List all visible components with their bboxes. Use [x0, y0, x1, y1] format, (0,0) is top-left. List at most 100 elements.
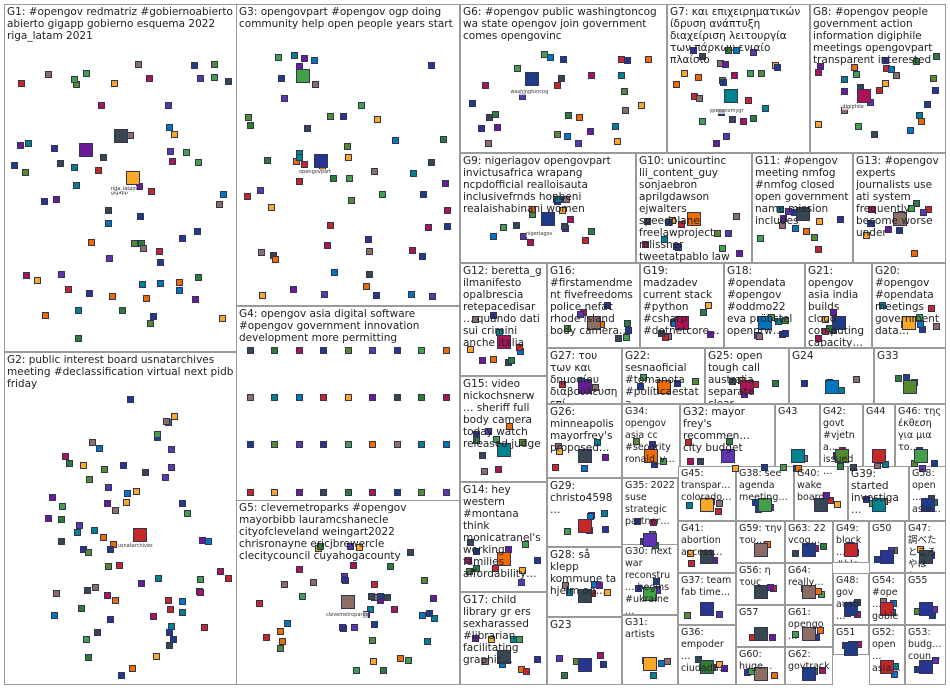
user-node[interactable] — [725, 230, 732, 237]
user-node[interactable] — [722, 61, 729, 68]
user-node[interactable] — [792, 550, 799, 557]
user-node[interactable] — [374, 116, 381, 123]
user-node[interactable] — [736, 250, 743, 257]
user-node[interactable] — [731, 72, 738, 79]
user-node[interactable] — [405, 657, 412, 664]
user-node[interactable] — [419, 253, 426, 260]
user-node[interactable] — [340, 113, 347, 120]
user-node[interactable] — [577, 311, 584, 318]
user-node[interactable] — [384, 594, 391, 601]
user-node[interactable] — [604, 589, 611, 596]
user-node[interactable] — [311, 57, 318, 64]
user-node[interactable] — [602, 526, 609, 533]
user-node[interactable] — [567, 216, 574, 223]
user-node[interactable] — [275, 54, 282, 61]
user-node[interactable] — [729, 378, 736, 385]
user-node[interactable] — [623, 334, 630, 341]
user-node[interactable] — [482, 658, 489, 665]
user-node[interactable] — [811, 234, 818, 241]
user-node[interactable] — [841, 88, 848, 95]
user-node[interactable] — [244, 193, 251, 200]
user-node[interactable] — [582, 237, 589, 244]
user-node[interactable] — [71, 76, 78, 83]
user-node[interactable] — [473, 431, 480, 438]
user-node[interactable] — [508, 357, 515, 364]
user-node[interactable] — [78, 605, 85, 612]
user-node[interactable] — [428, 62, 435, 69]
user-node[interactable] — [106, 255, 113, 262]
user-node[interactable] — [494, 124, 501, 131]
hub-node[interactable] — [296, 69, 310, 83]
user-node[interactable] — [692, 378, 699, 385]
user-node[interactable] — [377, 593, 384, 600]
user-node[interactable] — [247, 122, 254, 129]
user-node[interactable] — [118, 672, 125, 679]
user-node[interactable] — [345, 394, 352, 401]
user-node[interactable] — [85, 654, 92, 661]
user-node[interactable] — [247, 347, 254, 354]
user-node[interactable] — [588, 72, 595, 79]
user-node[interactable] — [795, 465, 802, 472]
user-node[interactable] — [124, 490, 131, 497]
user-node[interactable] — [166, 124, 173, 131]
user-node[interactable] — [317, 543, 324, 550]
user-node[interactable] — [732, 465, 739, 472]
user-node[interactable] — [618, 56, 625, 63]
user-node[interactable] — [116, 562, 123, 569]
user-node[interactable] — [408, 291, 415, 298]
user-node[interactable] — [757, 235, 764, 242]
user-node[interactable] — [225, 575, 232, 582]
user-node[interactable] — [822, 316, 829, 323]
user-node[interactable] — [635, 585, 642, 592]
user-node[interactable] — [112, 597, 119, 604]
hub-node[interactable] — [740, 380, 754, 394]
user-node[interactable] — [83, 636, 90, 643]
user-node[interactable] — [258, 249, 265, 256]
user-node[interactable] — [885, 226, 892, 233]
user-node[interactable] — [195, 159, 202, 166]
user-node[interactable] — [153, 653, 160, 660]
user-node[interactable] — [777, 206, 784, 213]
user-node[interactable] — [634, 518, 641, 525]
user-node[interactable] — [552, 464, 559, 471]
user-node[interactable] — [733, 213, 740, 220]
user-node[interactable] — [304, 125, 311, 132]
user-node[interactable] — [379, 191, 386, 198]
user-node[interactable] — [394, 394, 401, 401]
user-node[interactable] — [713, 140, 720, 147]
user-node[interactable] — [154, 431, 161, 438]
user-node[interactable] — [673, 81, 680, 88]
user-node[interactable] — [394, 347, 401, 354]
user-node[interactable] — [419, 612, 426, 619]
user-node[interactable] — [488, 636, 495, 643]
user-node[interactable] — [119, 307, 126, 314]
user-node[interactable] — [513, 222, 520, 229]
hub-node[interactable] — [791, 449, 805, 463]
user-node[interactable] — [271, 441, 278, 448]
user-node[interactable] — [721, 665, 728, 672]
hub-node[interactable] — [700, 498, 714, 512]
user-node[interactable] — [127, 396, 134, 403]
user-node[interactable] — [131, 240, 138, 247]
hub-node[interactable] — [587, 316, 601, 330]
user-node[interactable] — [171, 131, 178, 138]
user-node[interactable] — [58, 271, 65, 278]
user-node[interactable] — [815, 246, 822, 253]
hub-node[interactable] — [844, 602, 858, 616]
user-node[interactable] — [156, 248, 163, 255]
user-node[interactable] — [650, 672, 657, 679]
hub-node[interactable] — [802, 585, 816, 599]
user-node[interactable] — [556, 448, 563, 455]
user-node[interactable] — [133, 488, 140, 495]
user-node[interactable] — [481, 468, 488, 475]
user-node[interactable] — [369, 347, 376, 354]
user-node[interactable] — [34, 277, 41, 284]
user-node[interactable] — [74, 529, 81, 536]
hub-node[interactable] — [825, 380, 839, 394]
user-node[interactable] — [310, 579, 317, 586]
hub-node[interactable] — [497, 335, 511, 349]
user-node[interactable] — [740, 118, 747, 125]
user-node[interactable] — [418, 489, 425, 496]
user-node[interactable] — [815, 335, 822, 342]
user-node[interactable] — [714, 230, 721, 237]
